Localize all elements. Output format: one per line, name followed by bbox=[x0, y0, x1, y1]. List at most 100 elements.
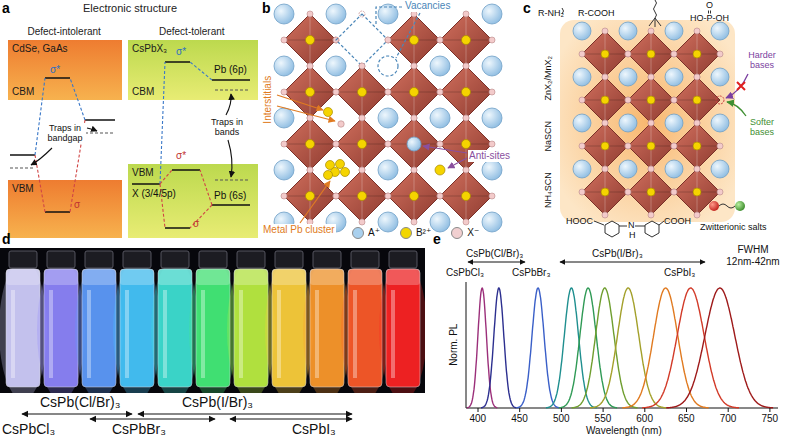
drawing-rect bbox=[163, 290, 167, 378]
pb-cluster-atom bbox=[324, 171, 333, 180]
annotation-label: Defect-intolerant bbox=[28, 26, 101, 38]
drawing-rect bbox=[6, 269, 40, 285]
x-anion bbox=[359, 115, 365, 121]
x-anion bbox=[625, 51, 631, 57]
drawing-line bbox=[10, 154, 35, 156]
annotation-label: ZnX₂/MnX₂ bbox=[543, 56, 553, 101]
x-anion bbox=[602, 212, 608, 218]
x-anion bbox=[307, 167, 313, 173]
drawing-g bbox=[22, 414, 352, 419]
x-anion bbox=[648, 28, 654, 34]
octahedron bbox=[440, 66, 492, 118]
x-anion bbox=[281, 89, 287, 95]
b-cation bbox=[647, 188, 655, 196]
b-cation bbox=[693, 96, 701, 104]
band-label: VBM bbox=[12, 183, 118, 195]
band-heading: CsPbX₃ bbox=[132, 43, 254, 55]
drawing-line bbox=[165, 227, 190, 229]
x-anion bbox=[602, 74, 608, 80]
drawing-g bbox=[423, 146, 467, 168]
x-anion bbox=[463, 11, 469, 17]
b-cation bbox=[647, 50, 655, 58]
x-anion bbox=[671, 143, 677, 149]
drawing-path bbox=[190, 62, 212, 80]
x-anion bbox=[602, 120, 608, 126]
vial bbox=[386, 269, 420, 387]
annotation-label: σ bbox=[74, 199, 80, 211]
x-anion bbox=[579, 189, 585, 195]
drawing-g bbox=[0, 251, 425, 393]
x-anion bbox=[307, 11, 313, 17]
annotation-label: O bbox=[706, 0, 713, 10]
drawing-rect bbox=[82, 269, 116, 285]
annotation-label: Interstitials bbox=[262, 76, 274, 124]
x-anion bbox=[437, 37, 443, 43]
drawing-line bbox=[22, 413, 132, 414]
drawing-path bbox=[70, 78, 85, 120]
x-anion bbox=[694, 74, 700, 80]
x-anion bbox=[359, 167, 365, 173]
drawing-circle bbox=[385, 37, 391, 43]
x-anion bbox=[359, 167, 365, 173]
x-anion bbox=[333, 193, 339, 199]
a-cation bbox=[619, 114, 637, 132]
drawing-rect bbox=[313, 251, 341, 268]
drawing-path bbox=[654, 0, 657, 18]
tick-label: 750 bbox=[761, 413, 778, 425]
annotation-label: σ* bbox=[50, 64, 60, 76]
energy-band: VBM bbox=[8, 180, 122, 238]
drawing-rect bbox=[560, 20, 735, 222]
x-anion bbox=[333, 141, 339, 147]
b-cation bbox=[306, 88, 315, 97]
x-anion bbox=[437, 141, 443, 147]
b-cation bbox=[410, 36, 419, 45]
drawing-polygon bbox=[645, 221, 659, 237]
drawing-rect bbox=[47, 251, 75, 268]
annotation-label: NaSCN bbox=[543, 121, 553, 152]
tick-label: 600 bbox=[636, 413, 653, 425]
x-anion bbox=[281, 37, 287, 43]
vial bbox=[272, 269, 306, 387]
a-cation bbox=[482, 212, 502, 232]
x-anion bbox=[717, 51, 723, 57]
annotation-label: Metal Pb cluster bbox=[262, 224, 336, 236]
a-cation bbox=[711, 22, 729, 40]
panel-letter: c bbox=[523, 0, 531, 16]
band-label: CBM bbox=[132, 86, 254, 98]
a-cation bbox=[619, 160, 637, 178]
a-cation bbox=[665, 114, 683, 132]
b-cation bbox=[306, 140, 315, 149]
x-vacancy bbox=[716, 96, 724, 104]
b-cation bbox=[693, 188, 701, 196]
octahedron bbox=[674, 77, 720, 123]
a-cation bbox=[430, 212, 450, 232]
x-anion bbox=[671, 189, 677, 195]
drawing-rect bbox=[9, 251, 37, 268]
drawing-line bbox=[466, 282, 467, 408]
drawing-path bbox=[423, 146, 467, 153]
x-anion bbox=[648, 120, 654, 126]
x-anion bbox=[489, 37, 495, 43]
drawing-rect bbox=[386, 269, 420, 285]
x-anion bbox=[463, 167, 469, 173]
x-anion bbox=[671, 97, 677, 103]
drawing-g bbox=[376, 7, 420, 58]
panel-letter: e bbox=[433, 231, 441, 247]
legend-text: B²⁺ bbox=[416, 227, 431, 239]
octahedron bbox=[388, 14, 440, 66]
b-cation bbox=[647, 142, 655, 150]
drawing-path bbox=[277, 106, 335, 121]
x-anion bbox=[463, 115, 469, 121]
drawing-rect bbox=[348, 269, 382, 285]
a-cation bbox=[573, 22, 591, 40]
octahedron bbox=[628, 77, 674, 123]
pl-spectrum bbox=[666, 288, 773, 408]
x-anion bbox=[359, 115, 365, 121]
annotation-label: R-COOH bbox=[578, 8, 615, 18]
pl-spectrum bbox=[481, 288, 516, 408]
x-anion bbox=[579, 51, 585, 57]
drawing-rect bbox=[125, 290, 129, 378]
octahedron bbox=[284, 14, 336, 66]
drawing-line bbox=[561, 408, 562, 412]
octahedron bbox=[388, 66, 440, 118]
